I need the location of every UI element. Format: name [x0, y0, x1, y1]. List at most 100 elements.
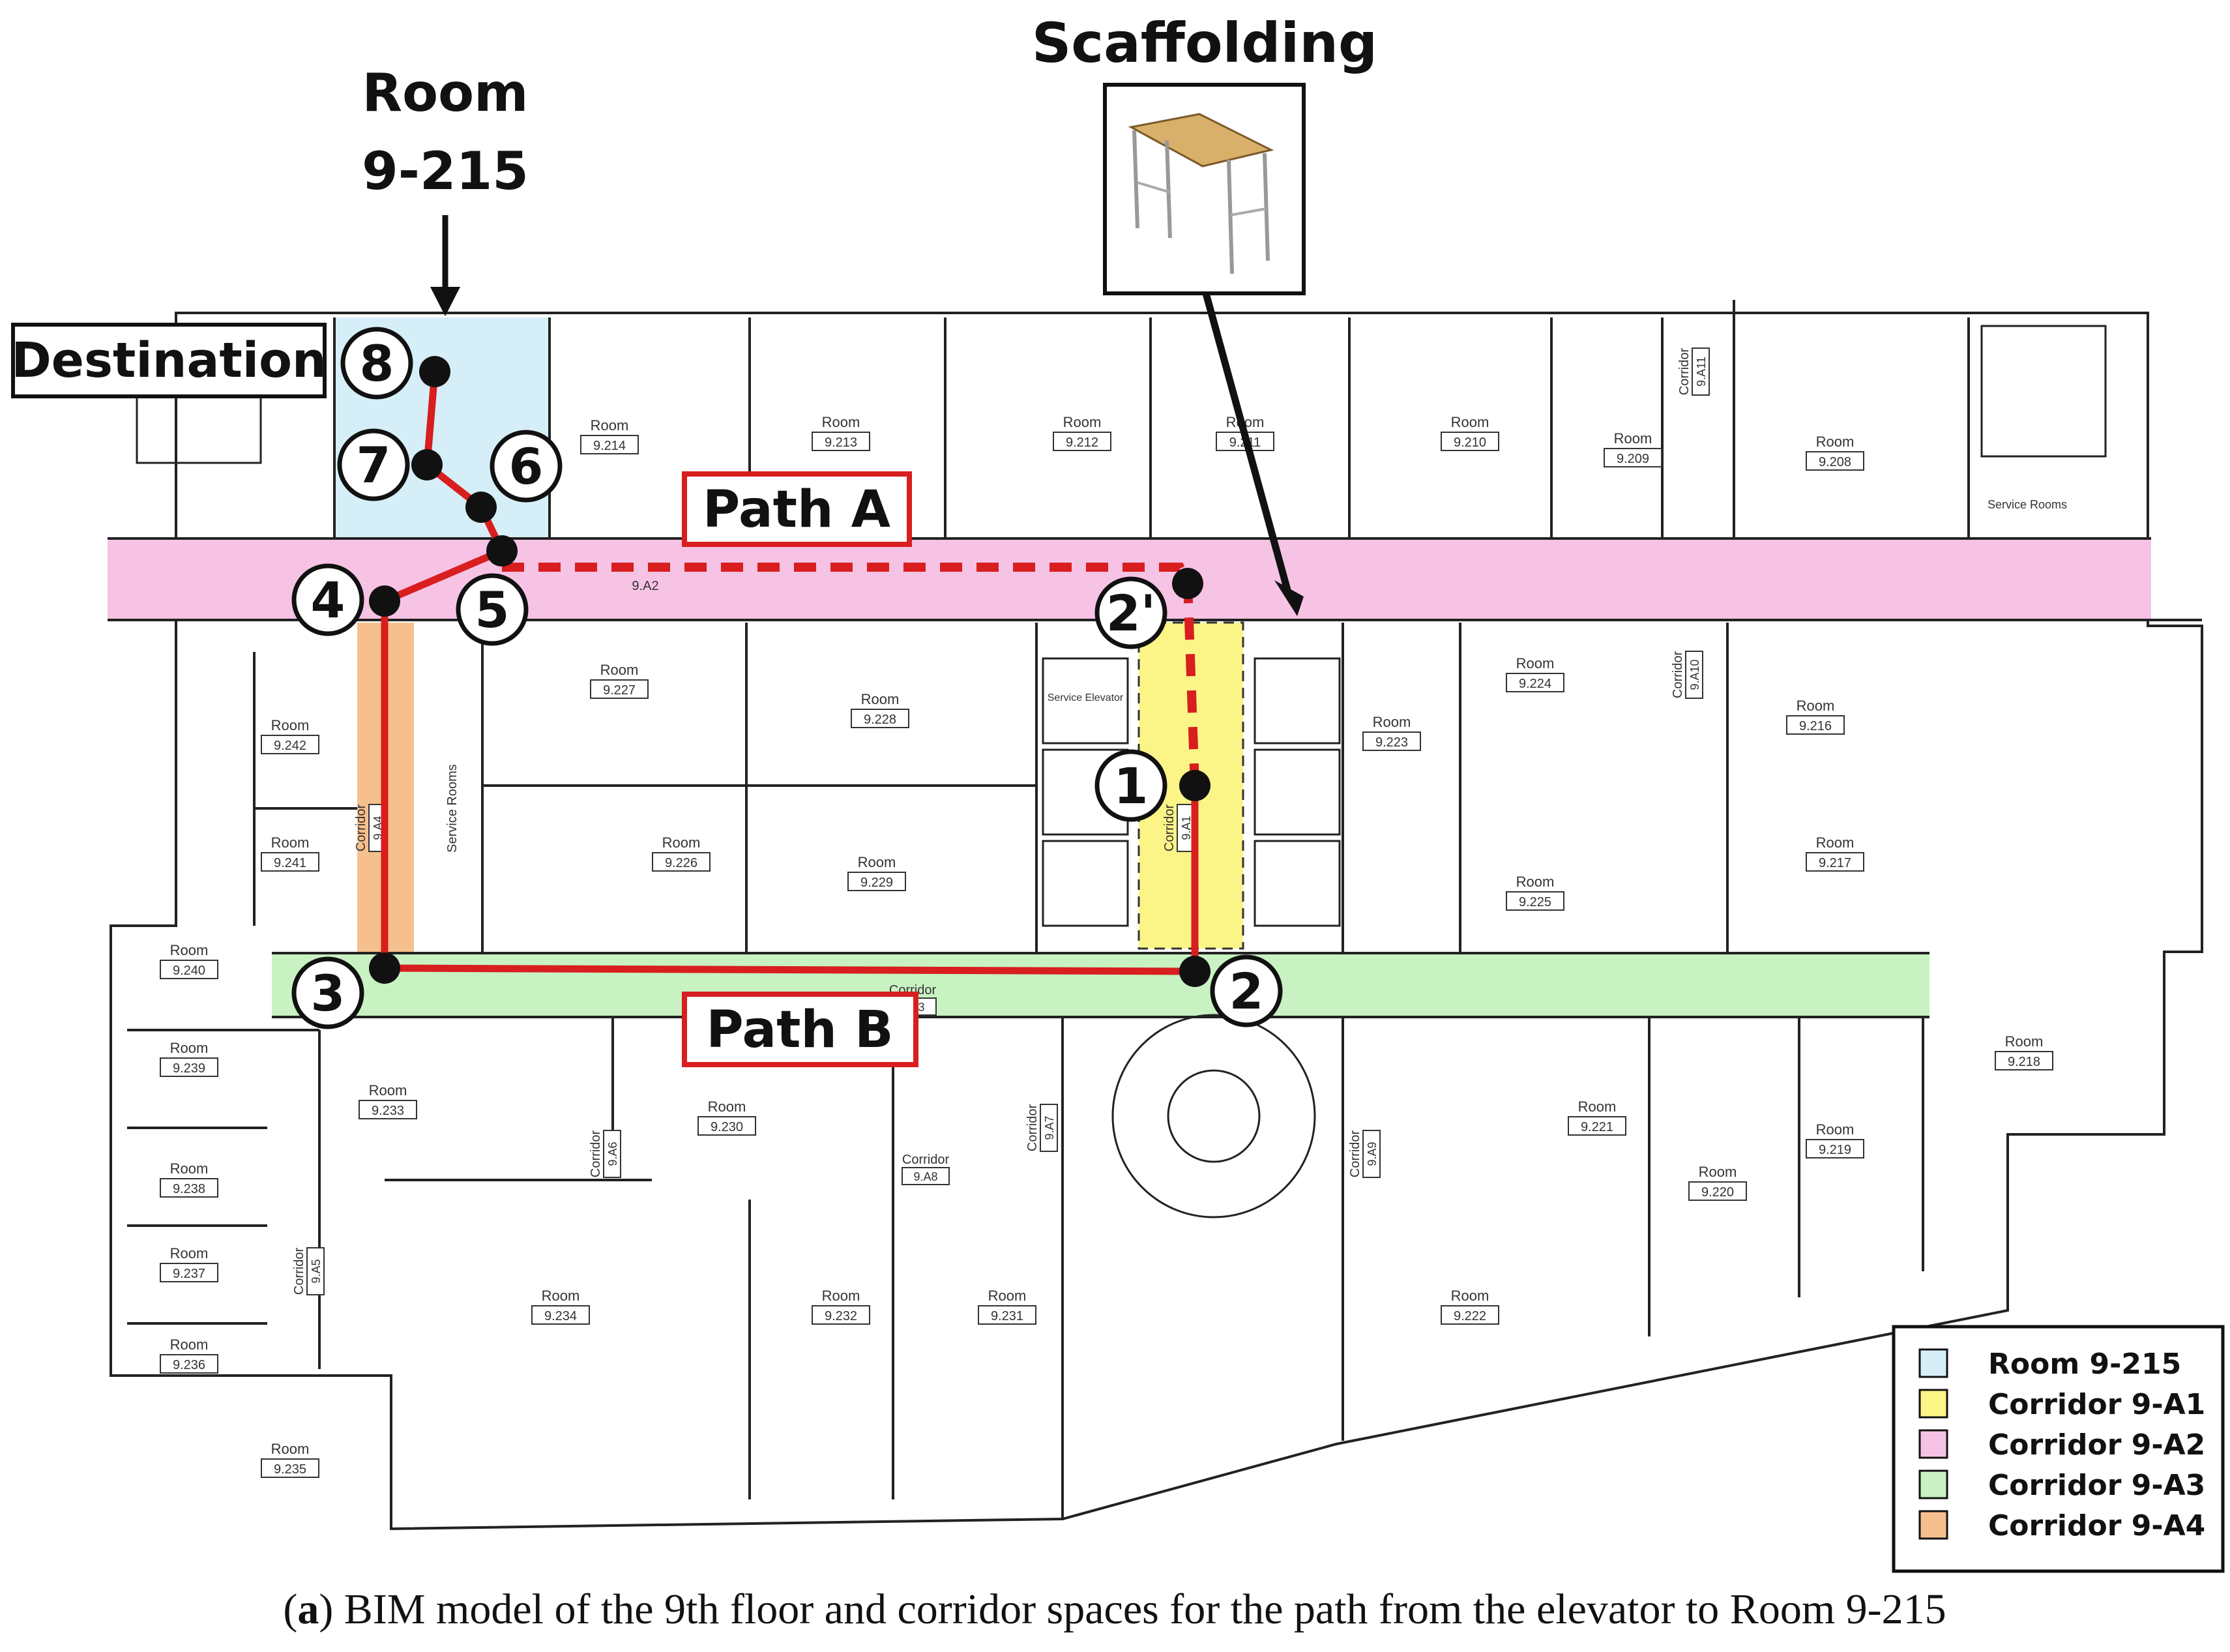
corridor-name: Corridor	[589, 1130, 603, 1178]
corridor-9-a3-fill	[272, 953, 1929, 1017]
waypoint-dot	[411, 449, 443, 480]
legend-label: Corridor 9-A1	[1988, 1388, 2205, 1421]
legend-label: Corridor 9-A4	[1988, 1509, 2205, 1542]
legend-swatch	[1918, 1429, 1948, 1459]
corridor-name: Corridor	[292, 1248, 306, 1295]
room-id: 9.236	[173, 1358, 205, 1372]
room-name: Room	[369, 1082, 407, 1099]
waypoint-badge	[1094, 749, 1167, 822]
corridor-id: 9.A6	[606, 1142, 619, 1166]
room-name: Room	[822, 1288, 860, 1304]
room-id: 9.222	[1454, 1309, 1486, 1323]
waypoint-dot	[369, 952, 400, 984]
room-id-box	[978, 1305, 1036, 1325]
legend-entry: Room 9-215	[1918, 1348, 2181, 1381]
path-a-box	[682, 471, 912, 547]
legend-entry: Corridor 9-A1	[1918, 1388, 2205, 1421]
corridor-name: Corridor	[1025, 1104, 1040, 1152]
room-id: 9.234	[544, 1309, 577, 1323]
room-id-box	[847, 872, 906, 891]
waypoint-dot	[465, 492, 497, 523]
waypoint-badge	[337, 428, 410, 501]
room-id: 9.216	[1799, 719, 1832, 733]
corridor-name: Corridor	[1677, 348, 1692, 396]
room-name: Room	[591, 417, 629, 434]
scaffolding-label: Scaffolding	[1032, 11, 1377, 75]
room-id-box	[1441, 432, 1499, 451]
legend-entry: Corridor 9-A4	[1918, 1509, 2205, 1542]
scaffolding-arrow	[1202, 292, 1291, 591]
corridor-id: 9.A5	[310, 1259, 323, 1283]
waypoint-number: 3	[311, 964, 345, 1022]
legend-entry: Corridor 9-A3	[1918, 1469, 2205, 1502]
waypoint-dot	[486, 535, 518, 567]
corridor-id: 9.A10	[1688, 659, 1701, 690]
elevator-car	[1254, 840, 1341, 927]
room-id: 9.217	[1819, 856, 1851, 870]
room-id: 9.229	[860, 876, 893, 890]
waypoint-number: 7	[357, 436, 391, 494]
room-id-box	[1806, 1139, 1864, 1158]
room-id-box	[1362, 731, 1421, 751]
room-id-box	[1786, 715, 1845, 735]
room-name: Room	[542, 1288, 580, 1304]
corridor-name: Corridor	[1348, 1130, 1362, 1178]
room-id-box	[160, 1057, 218, 1077]
room-id-box	[580, 435, 639, 454]
legend-label: Room 9-215	[1988, 1348, 2181, 1381]
spiral-stair	[1111, 1014, 1316, 1218]
room-id-box	[1506, 891, 1564, 911]
path-b-solid	[381, 597, 1199, 975]
waypoint-number: 6	[509, 437, 544, 495]
room-name: Room	[1816, 834, 1855, 851]
waypoint-badge	[340, 327, 413, 400]
room-name: Room	[988, 1288, 1027, 1304]
caption-letter: a	[297, 1586, 319, 1633]
legend-label: Corridor 9-A3	[1988, 1469, 2205, 1502]
waypoint-number: 1	[1114, 757, 1149, 815]
room-name: Room	[600, 662, 639, 678]
room-id: 9.219	[1819, 1143, 1851, 1157]
room-tag: Room 9.217	[1806, 834, 1864, 872]
waypoint-badge	[456, 573, 529, 646]
waypoint-number: 4	[311, 571, 345, 629]
service-rooms-label-right: Service Rooms	[1988, 498, 2067, 511]
room-name: Room	[170, 1245, 209, 1261]
caption-text: ) BIM model of the 9th floor and corrido…	[319, 1586, 1946, 1633]
room-name: Room	[170, 1040, 209, 1056]
room-name: Room	[170, 942, 209, 958]
stair-right	[1980, 325, 2107, 458]
corridor-id: 9.A7	[1043, 1115, 1056, 1140]
corridor-id: 9.A11	[1695, 357, 1708, 387]
room-name: Room	[271, 834, 310, 851]
room-id: 9.239	[173, 1061, 205, 1076]
elevator-car	[1042, 657, 1129, 745]
room-id-box	[1995, 1051, 2053, 1070]
room-id: 9.220	[1701, 1185, 1734, 1200]
room-id-box	[261, 735, 319, 754]
room-id: 9.223	[1375, 735, 1408, 750]
room-id: 9.213	[825, 435, 857, 450]
room-id: 9.209	[1617, 452, 1649, 466]
room-arrowhead	[430, 287, 460, 316]
corridor-id-box	[306, 1247, 325, 1295]
room-id-box	[1506, 673, 1564, 692]
